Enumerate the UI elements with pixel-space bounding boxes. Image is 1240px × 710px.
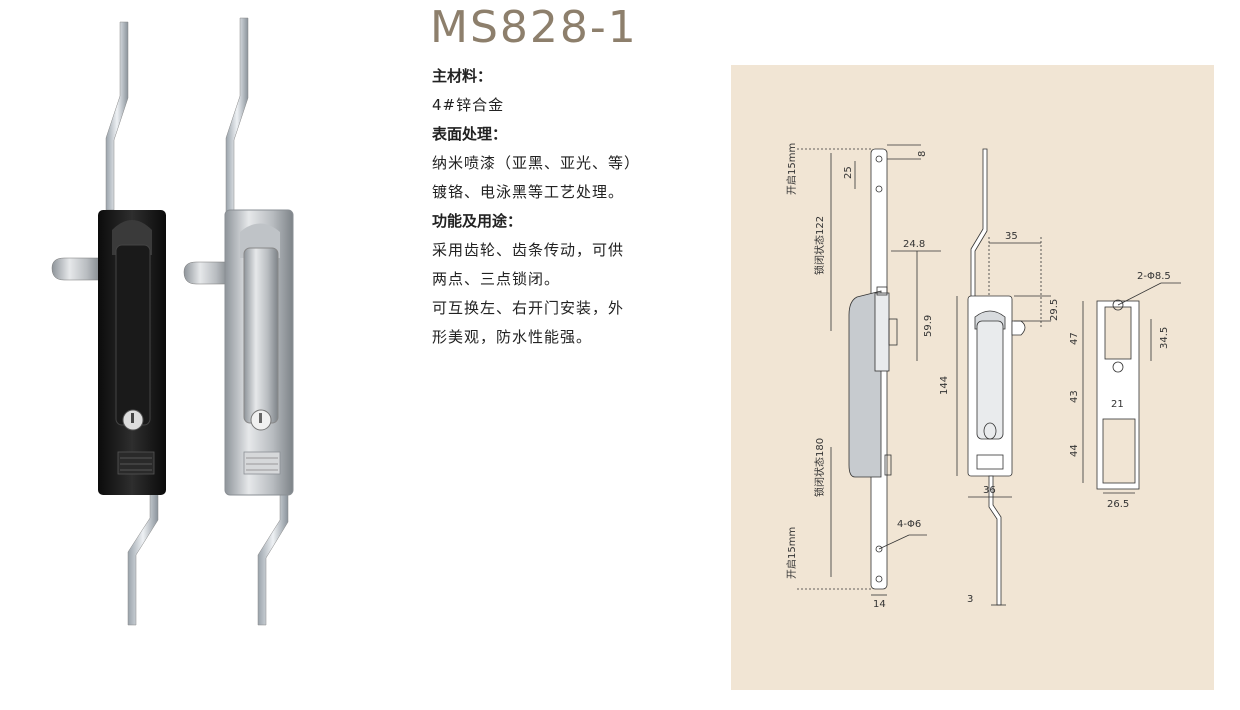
label-dim-35: 35: [1005, 231, 1018, 242]
label-open-bottom: 开启15mm: [785, 527, 798, 579]
label-dim-8: 8: [917, 151, 928, 157]
label-dim-3: 3: [967, 594, 973, 605]
label-holes-cutout: 2-Φ8.5: [1137, 271, 1171, 282]
label-dim-34-5: 34.5: [1159, 327, 1170, 349]
spec-line: 形美观，防水性能强。: [432, 328, 593, 346]
dimension-labels: 开启15mm 锁闭状态122 锁闭状态180 开启15mm 8 25 24.8 …: [785, 143, 1171, 610]
label-dim-144: 144: [939, 376, 950, 395]
label-closed-top: 锁闭状态122: [813, 216, 826, 275]
spec-line: 两点、三点锁闭。: [432, 270, 561, 288]
black-lock: [51, 21, 166, 626]
label-holes-left: 4-Φ6: [897, 519, 921, 530]
spec-heading-function: 功能及用途：: [432, 212, 523, 230]
product-photo-illustration: [51, 17, 294, 626]
label-dim-29-5: 29.5: [1049, 299, 1060, 321]
spec-heading-material: 主材料：: [432, 67, 493, 85]
product-model-title: MS828-1: [430, 2, 638, 53]
spec-line: 4#锌合金: [432, 96, 505, 114]
product-photo: [40, 10, 370, 700]
label-dim-24-8: 24.8: [903, 239, 925, 250]
label-dim-25: 25: [843, 166, 854, 179]
label-dim-43: 43: [1069, 390, 1080, 403]
label-dim-14: 14: [873, 599, 886, 610]
spec-list: 主材料： 4#锌合金 表面处理： 纳米喷漆（亚黑、亚光、等） 镀铬、电泳黑等工艺…: [432, 62, 722, 352]
cutout-view: [1082, 282, 1181, 494]
chrome-lock: [183, 17, 294, 626]
spec-line: 纳米喷漆（亚黑、亚光、等）: [432, 154, 641, 172]
label-open-top: 开启15mm: [785, 143, 798, 195]
label-dim-21: 21: [1111, 399, 1124, 410]
spec-line: 采用齿轮、齿条传动，可供: [432, 241, 625, 259]
technical-drawing: 开启15mm 锁闭状态122 锁闭状态180 开启15mm 8 25 24.8 …: [731, 65, 1214, 690]
side-view: [797, 144, 941, 596]
label-dim-44: 44: [1069, 444, 1080, 457]
front-view: [956, 148, 1051, 606]
spec-line: 镀铬、电泳黑等工艺处理。: [432, 183, 625, 201]
technical-drawing-svg: 开启15mm 锁闭状态122 锁闭状态180 开启15mm 8 25 24.8 …: [785, 143, 1181, 610]
label-dim-59-9: 59.9: [923, 315, 934, 337]
label-dim-26-5: 26.5: [1107, 499, 1129, 510]
spec-heading-surface: 表面处理：: [432, 125, 508, 143]
label-dim-47: 47: [1069, 332, 1080, 345]
spec-line: 可互换左、右开门安装，外: [432, 299, 625, 317]
label-closed-bottom: 锁闭状态180: [813, 438, 826, 497]
label-dim-36: 36: [983, 485, 996, 496]
